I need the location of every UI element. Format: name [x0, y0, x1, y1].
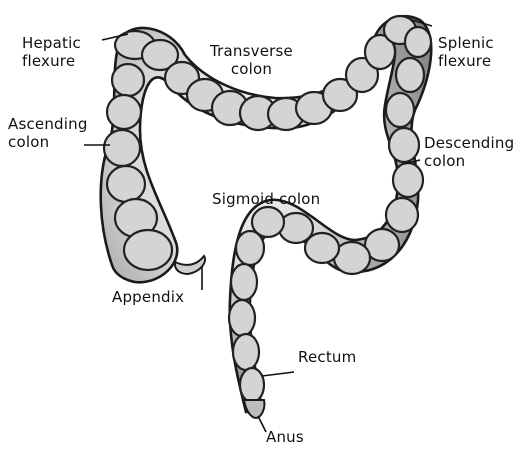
label-transverse-colon: Transverse colon — [210, 42, 293, 78]
appendix-shape — [175, 256, 205, 274]
label-splenic-flexure: Splenic flexure — [438, 34, 494, 70]
anus-tip — [244, 400, 264, 418]
label-descending-colon: Descending colon — [424, 134, 514, 170]
label-ascending-colon: Ascending colon — [8, 115, 88, 151]
label-anus: Anus — [266, 428, 304, 446]
label-appendix: Appendix — [112, 288, 184, 306]
label-sigmoid-colon: Sigmoid colon — [212, 190, 320, 208]
label-hepatic-flexure: Hepatic flexure — [22, 34, 81, 70]
label-rectum: Rectum — [298, 348, 356, 366]
